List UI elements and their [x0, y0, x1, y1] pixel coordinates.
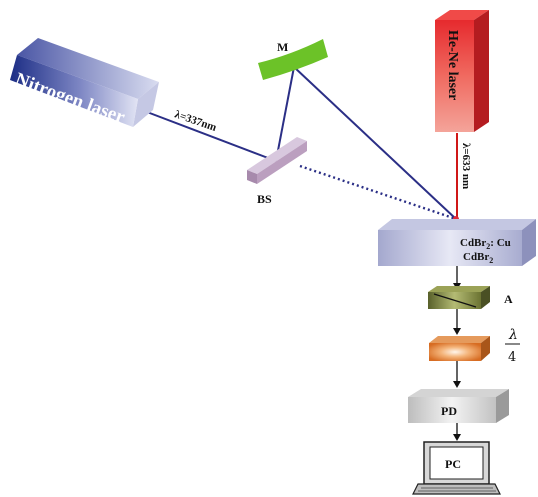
mirror [258, 39, 328, 80]
quarter-wave-plate [429, 336, 490, 361]
hene-laser-label: He-Ne laser [445, 30, 460, 100]
sample-substrate-text: CdBr [463, 251, 489, 263]
sample-top [378, 219, 536, 230]
waveplate-side [481, 336, 490, 361]
bs-to-sample-dotted-beam [299, 164, 457, 221]
analyzer-label: A [504, 292, 513, 306]
nitrogen-laser-top [17, 38, 159, 99]
analyzer-axis [433, 293, 477, 308]
arrowhead-waveplate [453, 328, 461, 335]
pd-top [408, 389, 509, 397]
nitrogen-laser-front [10, 55, 138, 127]
waveplate-fraction-label: λ 4 [505, 327, 520, 365]
beam-splitter [247, 137, 307, 184]
probe-wavelength-label: λ=633 nm [460, 143, 472, 189]
beam-splitter-top [247, 137, 307, 174]
laptop-screen [429, 446, 484, 480]
photodetector-label: PD [441, 404, 457, 418]
hene-laser-side [474, 10, 489, 132]
analyzer-side [481, 286, 490, 309]
waveplate-top [429, 336, 490, 343]
sample-film-dopant: : Cu [490, 237, 510, 249]
beam-splitter-face [247, 170, 257, 184]
beam-splitter-label: BS [257, 192, 272, 206]
hene-laser: He-Ne laser [435, 10, 489, 132]
mirror-label: M [277, 40, 288, 54]
sample-substrate-subscript: 2 [489, 256, 493, 265]
sample-film-text: CdBr [460, 237, 486, 249]
photodetector [408, 389, 509, 423]
sample-film-label: CdBr2: Cu [460, 237, 511, 251]
waveplate-front [429, 343, 481, 361]
arrowhead-pd [453, 381, 461, 388]
nitrogen-laser-end [133, 82, 159, 127]
analyzer [428, 286, 490, 309]
bs-to-mirror-beam [275, 66, 295, 162]
arrowhead-pc [453, 434, 461, 441]
pd-front [408, 397, 496, 423]
sample-front [378, 230, 522, 266]
waveplate-denominator: 4 [508, 350, 516, 365]
sample-substrate-label: CdBr2 [463, 251, 493, 265]
waveplate-numerator: λ [508, 327, 518, 343]
sample-film-subscript: 2 [486, 242, 490, 251]
analyzer-top [428, 286, 490, 292]
computer-label: PC [445, 457, 461, 471]
laptop-keyboard [412, 483, 501, 495]
pd-side [496, 389, 509, 423]
hene-laser-top [435, 10, 489, 20]
hene-laser-front [435, 20, 474, 132]
computer-laptop [412, 441, 501, 495]
mirror-to-sample-beam [293, 66, 457, 220]
sample-slab [378, 219, 536, 266]
pump-beam-to-bs [146, 111, 277, 162]
sample-side [522, 219, 536, 266]
beam-splitter-side [257, 141, 307, 184]
nitrogen-laser: Nitrogen laser [10, 38, 159, 128]
